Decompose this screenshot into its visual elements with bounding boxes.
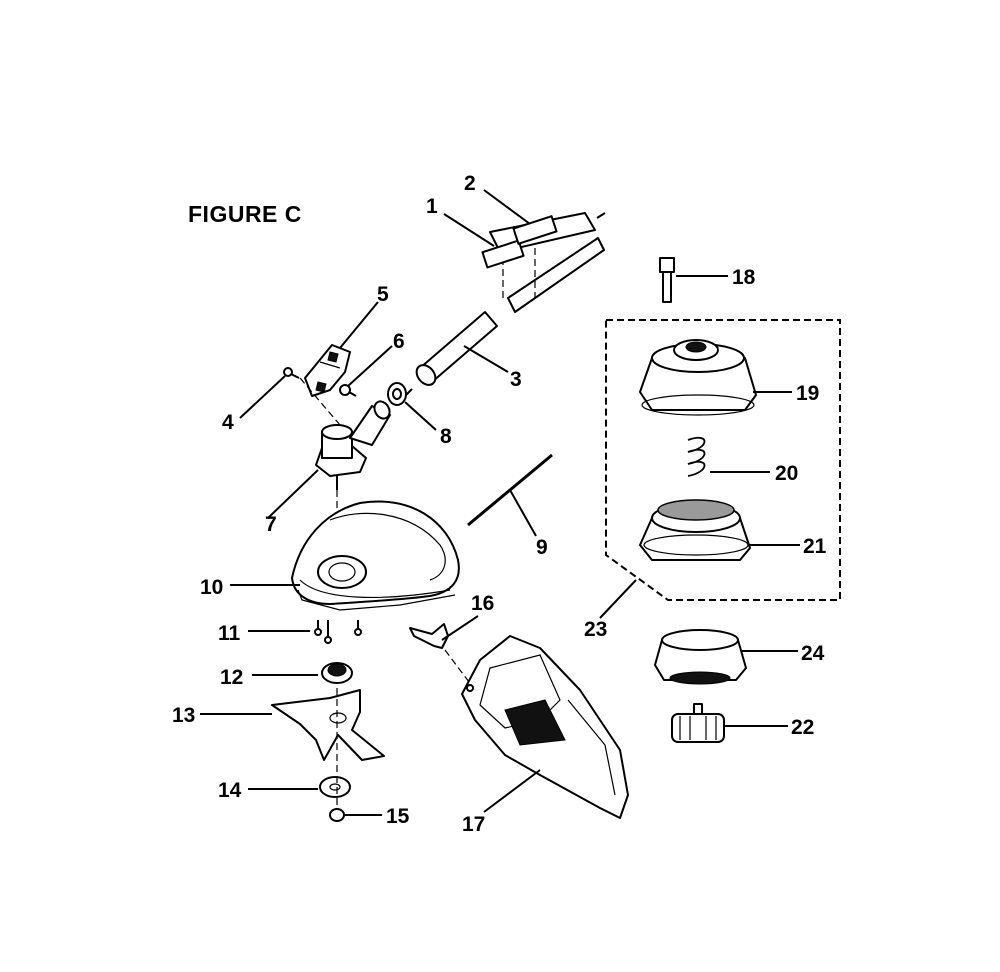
callout-12: 12	[220, 666, 243, 689]
part-label-1	[481, 239, 525, 269]
callout-11: 11	[218, 622, 241, 645]
callout-17: 17	[462, 813, 485, 836]
kit-box-23	[605, 319, 841, 601]
callout-6: 6	[393, 330, 405, 353]
callout-19: 19	[796, 382, 819, 405]
callout-2: 2	[464, 172, 476, 195]
callout-16: 16	[471, 592, 494, 615]
part-wingnut-16	[409, 623, 473, 687]
callout-10: 10	[200, 576, 223, 599]
callout-1: 1	[426, 195, 438, 218]
part-gearbox	[299, 377, 391, 600]
callout-3: 3	[510, 368, 522, 391]
part-spring	[687, 437, 706, 477]
part-label-2	[512, 215, 558, 245]
callout-22: 22	[791, 716, 814, 739]
part-knob	[671, 703, 725, 743]
part-clamp	[304, 344, 351, 397]
part-nut-15	[329, 688, 345, 822]
callout-4: 4	[222, 411, 234, 434]
part-spool	[639, 499, 751, 561]
callout-18: 18	[732, 266, 756, 289]
part-bolt-6	[339, 384, 357, 397]
part-shield	[461, 635, 629, 819]
part-blade	[271, 689, 385, 761]
part-spool-housing	[639, 339, 757, 416]
callout-20: 20	[775, 462, 798, 485]
part-washer-12	[321, 662, 353, 684]
callout-21: 21	[803, 535, 827, 558]
part-spool-24	[654, 629, 747, 685]
callout-13: 13	[172, 704, 195, 727]
callout-9: 9	[536, 536, 548, 559]
figure-title: FIGURE C	[188, 201, 302, 227]
callout-24: 24	[801, 642, 825, 665]
leader-lines	[200, 189, 800, 816]
part-bolt-18	[659, 257, 675, 303]
callout-14: 14	[218, 779, 242, 802]
callout-8: 8	[440, 425, 452, 448]
part-guard	[291, 500, 460, 611]
callout-23: 23	[584, 618, 607, 641]
callout-15: 15	[386, 805, 410, 828]
part-washer-14	[319, 776, 351, 798]
part-spacer-8	[387, 382, 407, 406]
part-screws-11	[314, 620, 362, 644]
callout-5: 5	[377, 283, 389, 306]
part-screw-4	[283, 367, 300, 379]
callout-7: 7	[265, 513, 277, 536]
